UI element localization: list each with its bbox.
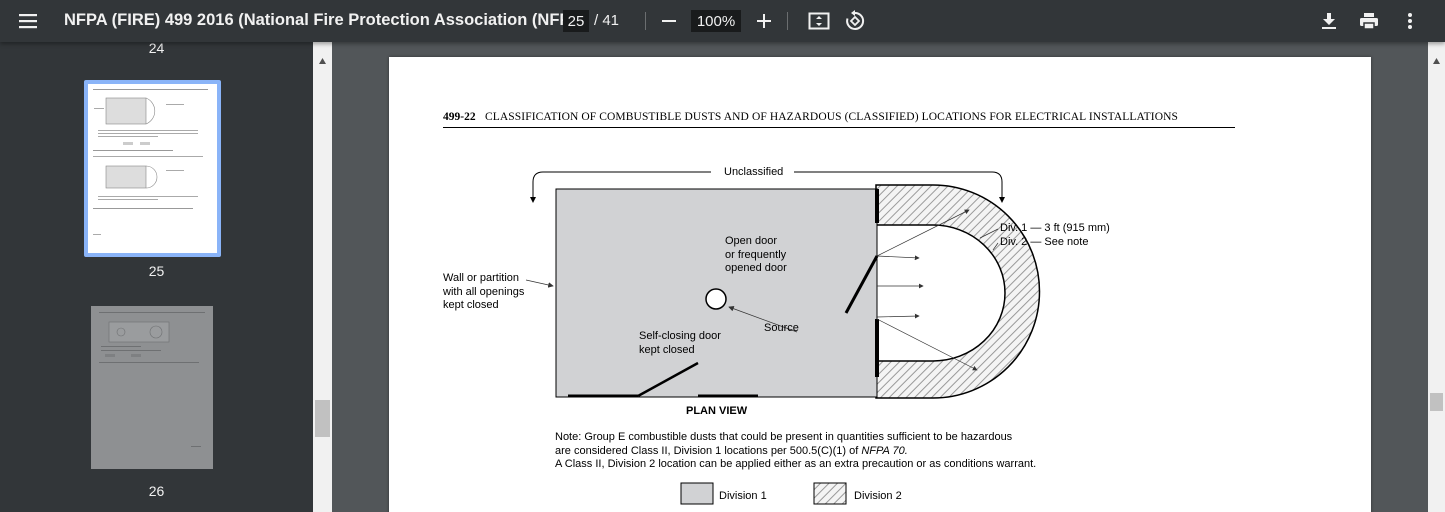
toolbar-divider [787, 12, 788, 30]
document-scrollbar[interactable] [1428, 42, 1445, 512]
zoom-level-input[interactable]: 100% [691, 10, 741, 32]
document-title: NFPA (FIRE) 499 2016 (National Fire Prot… [64, 11, 583, 29]
label-self-closing-door: Self-closing door kept closed [639, 330, 721, 357]
note-line: are considered Class II, Division 1 loca… [555, 445, 1036, 459]
thumbnail-label: 24 [148, 42, 165, 56]
pdf-page: 499-22 CLASSIFICATION OF COMBUSTIBLE DUS… [389, 57, 1371, 512]
download-icon[interactable] [1316, 0, 1342, 42]
label-self-closing-line: kept closed [639, 343, 695, 356]
note-line: Note: Group E combustible dusts that cou… [555, 431, 1013, 443]
label-open-door-line: opened door [725, 262, 787, 274]
menu-icon[interactable] [14, 0, 42, 42]
thumbnail-page-26[interactable] [91, 306, 213, 469]
rotate-icon[interactable] [842, 0, 868, 42]
label-unclassified: Unclassified [724, 166, 784, 178]
legend-division-1: Division 1 [719, 490, 767, 502]
thumbnail-sidebar: 24 [0, 42, 313, 512]
page-number-input[interactable]: 25 [563, 10, 589, 32]
legend-division-2: Division 2 [854, 490, 902, 502]
thumbnail-page-25[interactable] [84, 80, 221, 257]
note-text: are considered Class II, Division 1 loca… [555, 444, 859, 457]
page-header-code: 499-22 [443, 111, 476, 123]
label-div2: Div. 2 — See note [1000, 236, 1089, 248]
label-wall-line: kept closed [443, 299, 499, 311]
page-header-title: CLASSIFICATION OF COMBUSTIBLE DUSTS AND … [485, 111, 1179, 123]
pdf-toolbar: NFPA (FIRE) 499 2016 (National Fire Prot… [0, 0, 1445, 42]
toolbar-divider [645, 12, 646, 30]
thumbnail-label: 26 [148, 483, 165, 499]
thumbnail-label: 25 [148, 263, 165, 279]
fit-page-icon[interactable] [806, 0, 832, 42]
label-wall-line: with all openings [443, 285, 525, 298]
page-total: / 41 [594, 12, 620, 29]
note-line: A Class II, Division 2 location can be a… [555, 458, 1037, 471]
label-open-door-line: Open door [725, 235, 777, 247]
label-wall: Wall or partition with all openings kept… [443, 272, 524, 313]
thumbnail-page-image [88, 84, 217, 253]
note-italic-ref: NFPA 70. [861, 444, 908, 457]
more-icon[interactable] [1398, 0, 1422, 42]
document-viewer[interactable]: 499-22 CLASSIFICATION OF COMBUSTIBLE DUS… [332, 42, 1428, 512]
sidebar-scrollbar[interactable] [313, 42, 332, 512]
print-icon[interactable] [1356, 0, 1382, 42]
figure-note: Note: Group E combustible dusts that cou… [555, 431, 1036, 472]
classification-diagram [525, 171, 1041, 505]
label-plan-view: PLAN VIEW [686, 405, 748, 417]
zoom-in-icon[interactable] [751, 0, 777, 42]
label-wall-line: Wall or partition [443, 272, 520, 284]
header-rule [443, 127, 1235, 128]
label-source: Source [764, 322, 799, 334]
label-open-door-line: or frequently [725, 248, 787, 261]
label-div1: Div. 1 — 3 ft (915 mm) [1000, 222, 1110, 234]
zoom-out-icon[interactable] [656, 0, 682, 42]
label-self-closing-line: Self-closing door [639, 330, 721, 342]
label-open-door: Open door or frequently opened door [725, 235, 787, 276]
